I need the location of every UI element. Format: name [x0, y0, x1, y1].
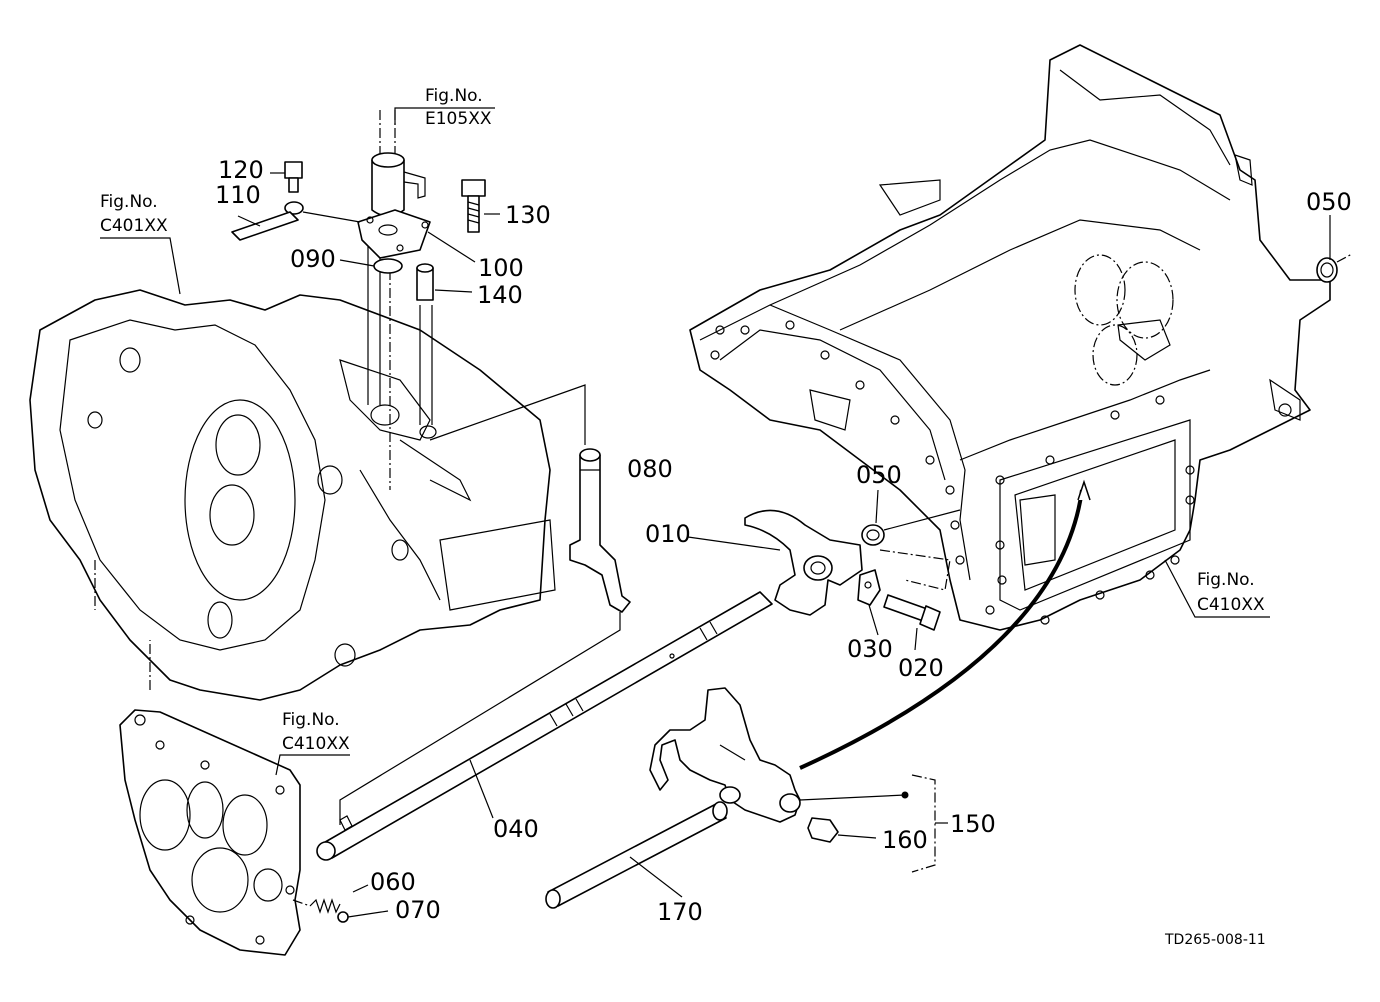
- shift-lever-shaft: [371, 152, 426, 217]
- bolt-020: [883, 594, 941, 631]
- fig-ref-code: C410XX: [1197, 595, 1265, 615]
- alignment-line: [1336, 253, 1353, 263]
- alignment-line: [302, 211, 361, 223]
- label-100: 100: [478, 254, 524, 282]
- set-screw-160: [807, 817, 839, 843]
- label-060: 060: [370, 868, 416, 896]
- fig-ref-e105xx: Fig.No. E105XX: [425, 86, 492, 129]
- front-cover: [119, 709, 301, 956]
- snap-ring-050-right: [1316, 257, 1338, 283]
- fig-ref-title: Fig.No.: [282, 710, 340, 730]
- lever-plate-100: [357, 209, 431, 259]
- fig-ref-title: Fig.No.: [1197, 570, 1255, 590]
- label-070: 070: [395, 896, 441, 924]
- alignment-line: [339, 612, 621, 825]
- alignment-line: [879, 549, 951, 591]
- fig-ref-code: C401XX: [100, 216, 168, 236]
- snap-ring-050-middle: [861, 524, 885, 546]
- label-170: 170: [657, 898, 703, 926]
- pin-140: [416, 263, 434, 301]
- fig-ref-title: Fig.No.: [100, 192, 158, 212]
- label-150: 150: [950, 810, 996, 838]
- shift-shaft-040: [316, 591, 773, 861]
- shifter-arm-080: [569, 448, 631, 613]
- ball-070: [337, 911, 349, 923]
- shaft-170: [545, 801, 728, 909]
- label-050-right: 050: [1306, 188, 1352, 216]
- assembly-arrow: [799, 489, 1084, 770]
- label-160: 160: [882, 826, 928, 854]
- alignment-line: [292, 899, 311, 907]
- leader-lines: [100, 107, 1331, 918]
- leader-line: [799, 794, 906, 801]
- label-090: 090: [290, 245, 336, 273]
- label-140: 140: [477, 281, 523, 309]
- fig-ref-c410xx-right: Fig.No. C410XX: [1197, 570, 1265, 615]
- o-ring-090: [373, 258, 403, 274]
- shift-fork-010: [744, 509, 863, 616]
- fig-ref-title: Fig.No.: [425, 86, 483, 106]
- drawing-code: TD265-008-11: [1164, 932, 1266, 948]
- label-030: 030: [847, 635, 893, 663]
- transmission-case: [689, 44, 1331, 631]
- label-130: 130: [505, 201, 551, 229]
- label-120: 120: [218, 156, 264, 184]
- lock-plate-030: [857, 569, 881, 606]
- clutch-housing: [29, 289, 556, 701]
- assembly-bracket-150: [911, 774, 936, 873]
- washer-110: [231, 201, 304, 241]
- label-040: 040: [493, 815, 539, 843]
- fig-ref-code: C410XX: [282, 734, 350, 754]
- label-080: 080: [627, 455, 673, 483]
- bolt-120: [284, 161, 303, 193]
- shift-fork-150: [649, 687, 801, 823]
- arrow-head: [1077, 479, 1091, 501]
- fig-ref-c410xx-left: Fig.No. C410XX: [282, 710, 350, 754]
- label-010: 010: [645, 520, 691, 548]
- label-110: 110: [215, 181, 261, 209]
- bolt-130: [461, 179, 486, 233]
- fig-ref-c401xx: Fig.No. C401XX: [100, 192, 168, 236]
- label-050-middle: 050: [856, 461, 902, 489]
- fig-ref-code: E105XX: [425, 109, 492, 129]
- alignment-line: [429, 384, 586, 445]
- label-020: 020: [898, 654, 944, 682]
- spring-060: [309, 898, 341, 914]
- alignment-line: [883, 509, 961, 531]
